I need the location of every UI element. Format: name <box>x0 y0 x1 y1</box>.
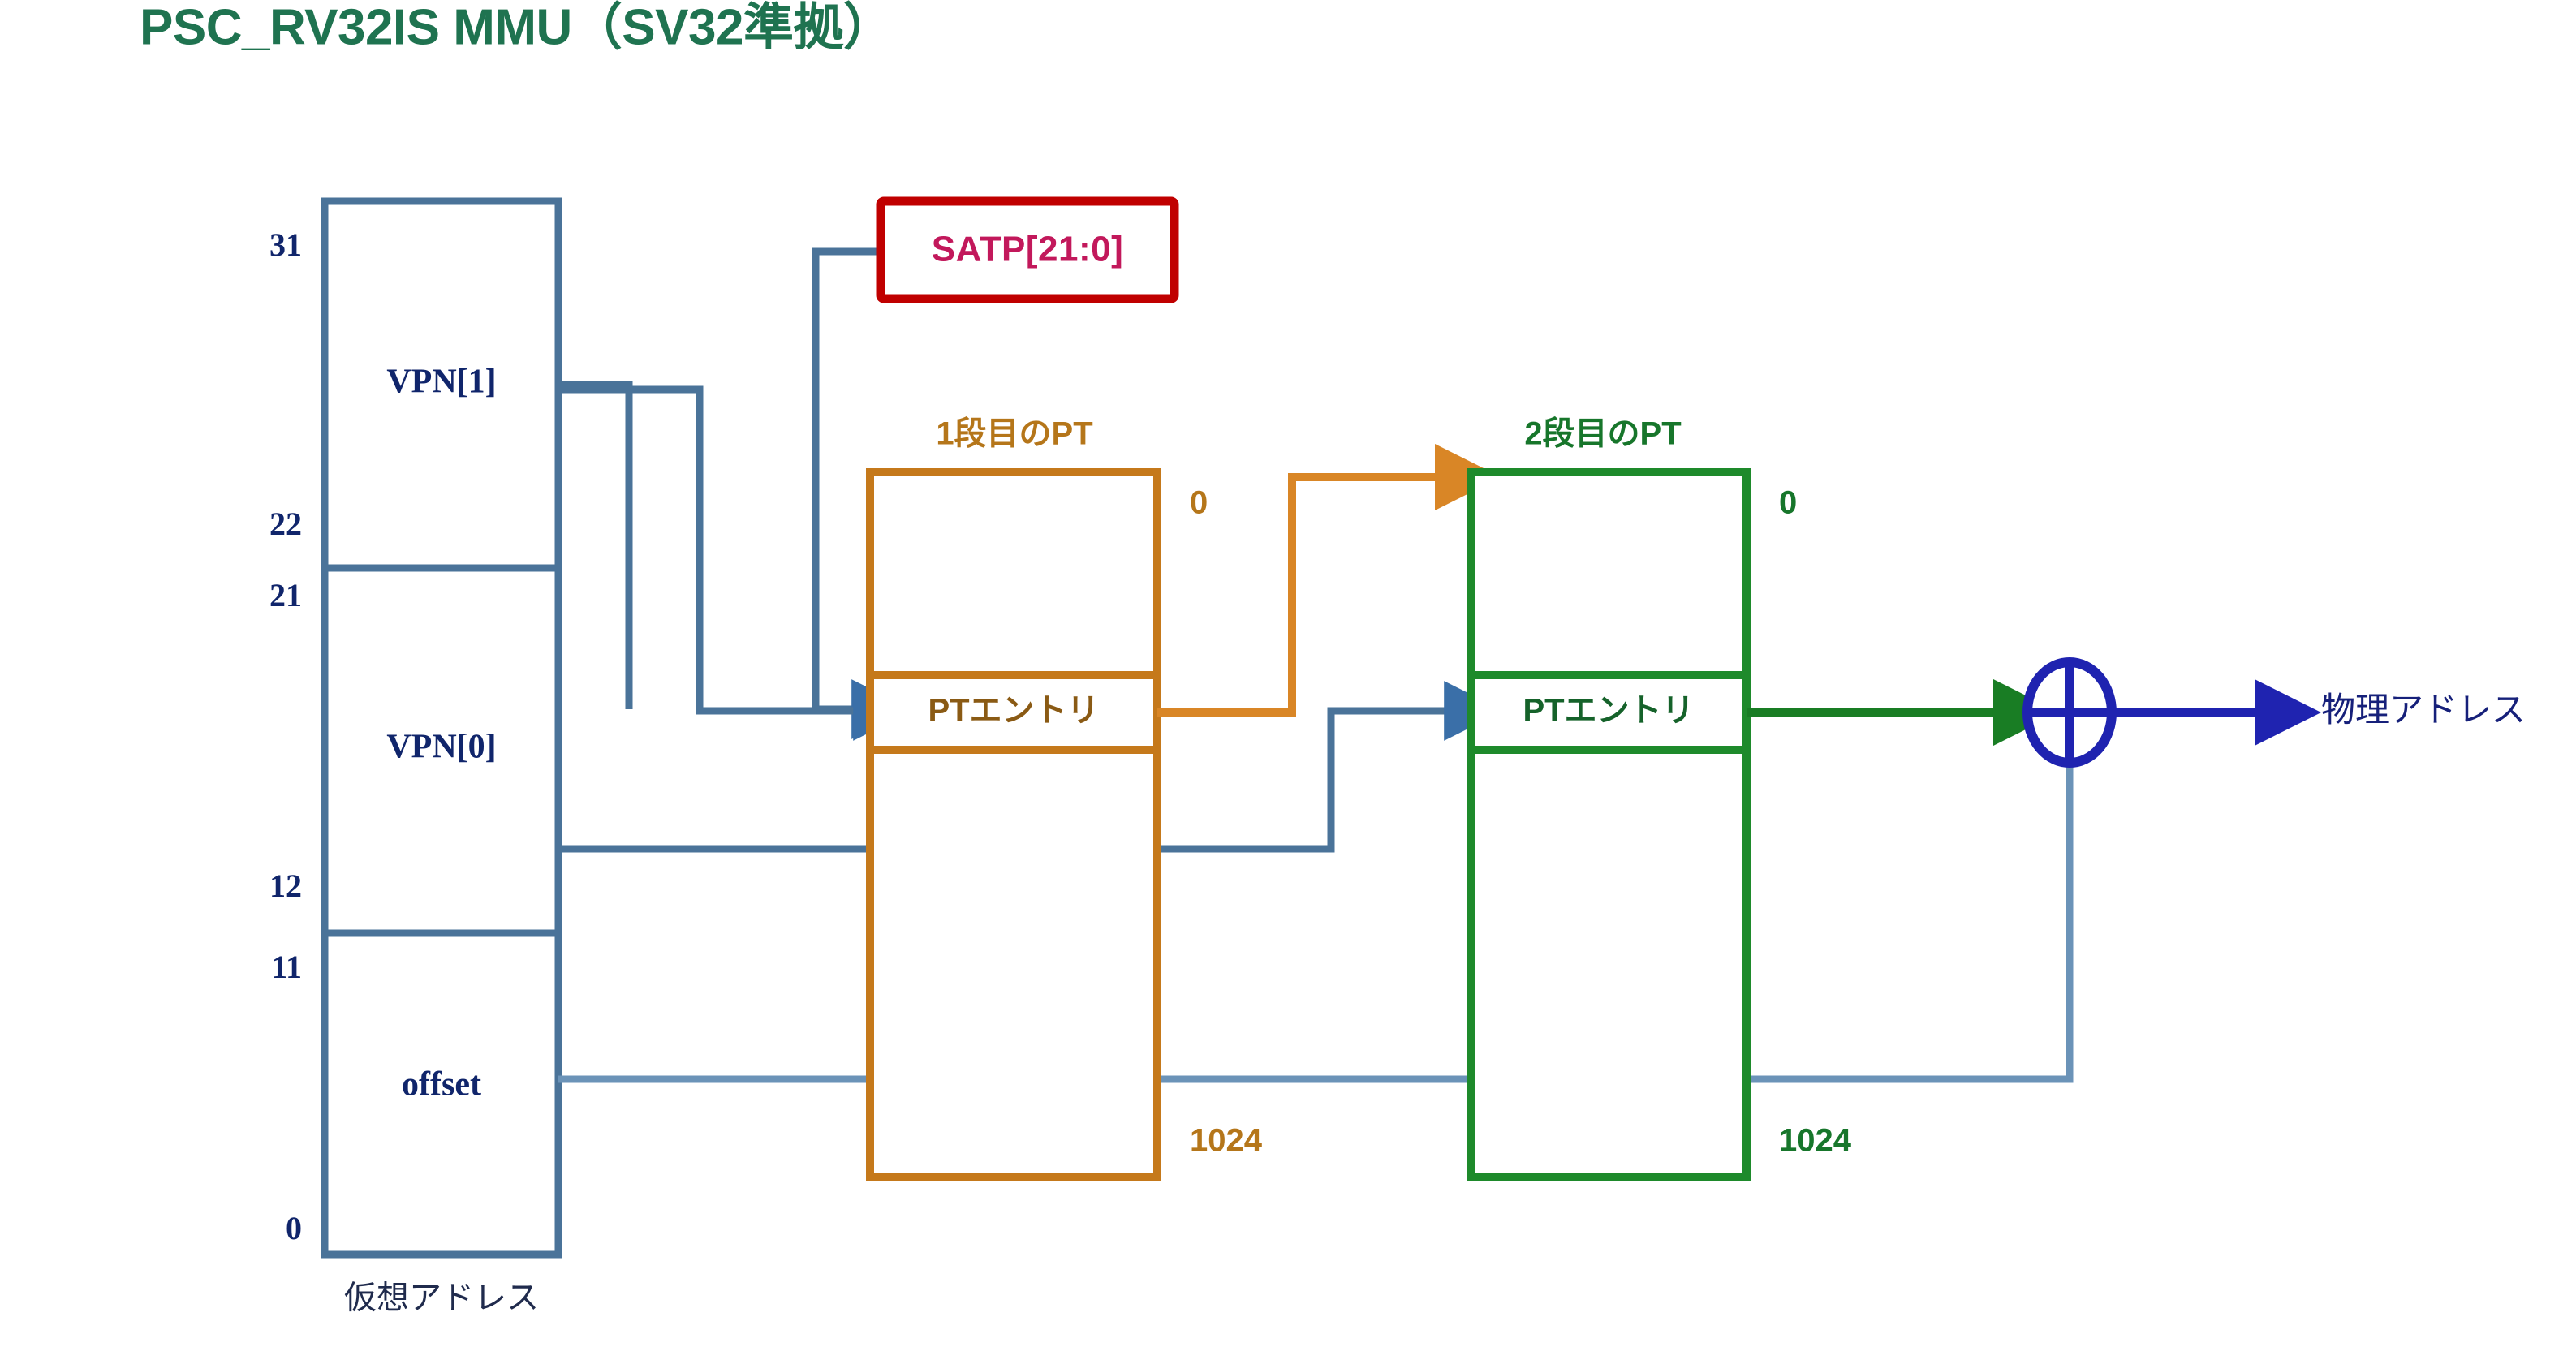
satp-label: SATP[21:0] <box>932 230 1123 269</box>
wire-offset-to-adder <box>558 687 2100 1083</box>
pt2-entry-label: PTエントリ <box>1523 693 1694 729</box>
pt2-outer-rect <box>1467 468 1751 1181</box>
page-table-1: 1段目のPT PTエントリ 0 1024 <box>866 416 1263 1181</box>
va-bit-label-12: 12 <box>269 867 302 904</box>
page-table-2: 2段目のPT PTエントリ 0 1024 <box>1467 416 1852 1181</box>
wire-vpn0-pt1-path <box>558 385 913 741</box>
pt1-entry-label: PTエントリ <box>928 693 1099 729</box>
va-bit-label-11: 11 <box>271 949 302 985</box>
pt1-index-top: 0 <box>1190 485 1208 521</box>
wire-vpn1-to-pt1 <box>558 247 911 739</box>
wire-vpn1-segment-a <box>558 381 633 709</box>
wire-vpn0-to-pt1-entry <box>558 385 913 741</box>
satp-rect <box>876 196 1179 303</box>
virtual-address-box <box>321 197 562 1259</box>
va-bit-label-31: 31 <box>269 226 302 263</box>
wire-satp-feed <box>812 247 881 709</box>
page-title: PSC_RV32IS MMU（SV32準拠） <box>140 0 893 55</box>
va-field-label-vpn1: VPN[1] <box>386 364 496 401</box>
va-caption: 仮想アドレス <box>344 1280 539 1316</box>
pt1-index-bottom: 1024 <box>1190 1123 1263 1159</box>
pt2-index-top: 0 <box>1779 485 1797 521</box>
va-field-label-vpn0: VPN[0] <box>386 729 496 766</box>
physical-address-label: 物理アドレス <box>2321 691 2526 729</box>
xor-plus-circle-icon <box>2022 657 2117 768</box>
satp-box: SATP[21:0] <box>876 196 1179 303</box>
wire-offset-path <box>558 687 2100 1083</box>
va-outer-rect <box>321 197 562 1259</box>
pt1-title: 1段目のPT <box>936 416 1092 452</box>
pt1-entry-row <box>866 671 1161 754</box>
pt1-outer-rect <box>866 468 1161 1181</box>
pt2-index-bottom: 1024 <box>1779 1123 1852 1159</box>
wire-pt1-pt2-path <box>1157 444 1501 717</box>
va-bit-label-21: 21 <box>269 577 302 613</box>
va-bit-label-0: 0 <box>286 1210 302 1246</box>
va-field-label-offset: offset <box>402 1066 481 1104</box>
pt2-entry-row <box>1467 671 1751 754</box>
wire-pt1-to-pt2 <box>1157 444 1501 717</box>
va-bit-label-22: 22 <box>269 506 302 542</box>
pt2-title: 2段目のPT <box>1524 416 1681 452</box>
